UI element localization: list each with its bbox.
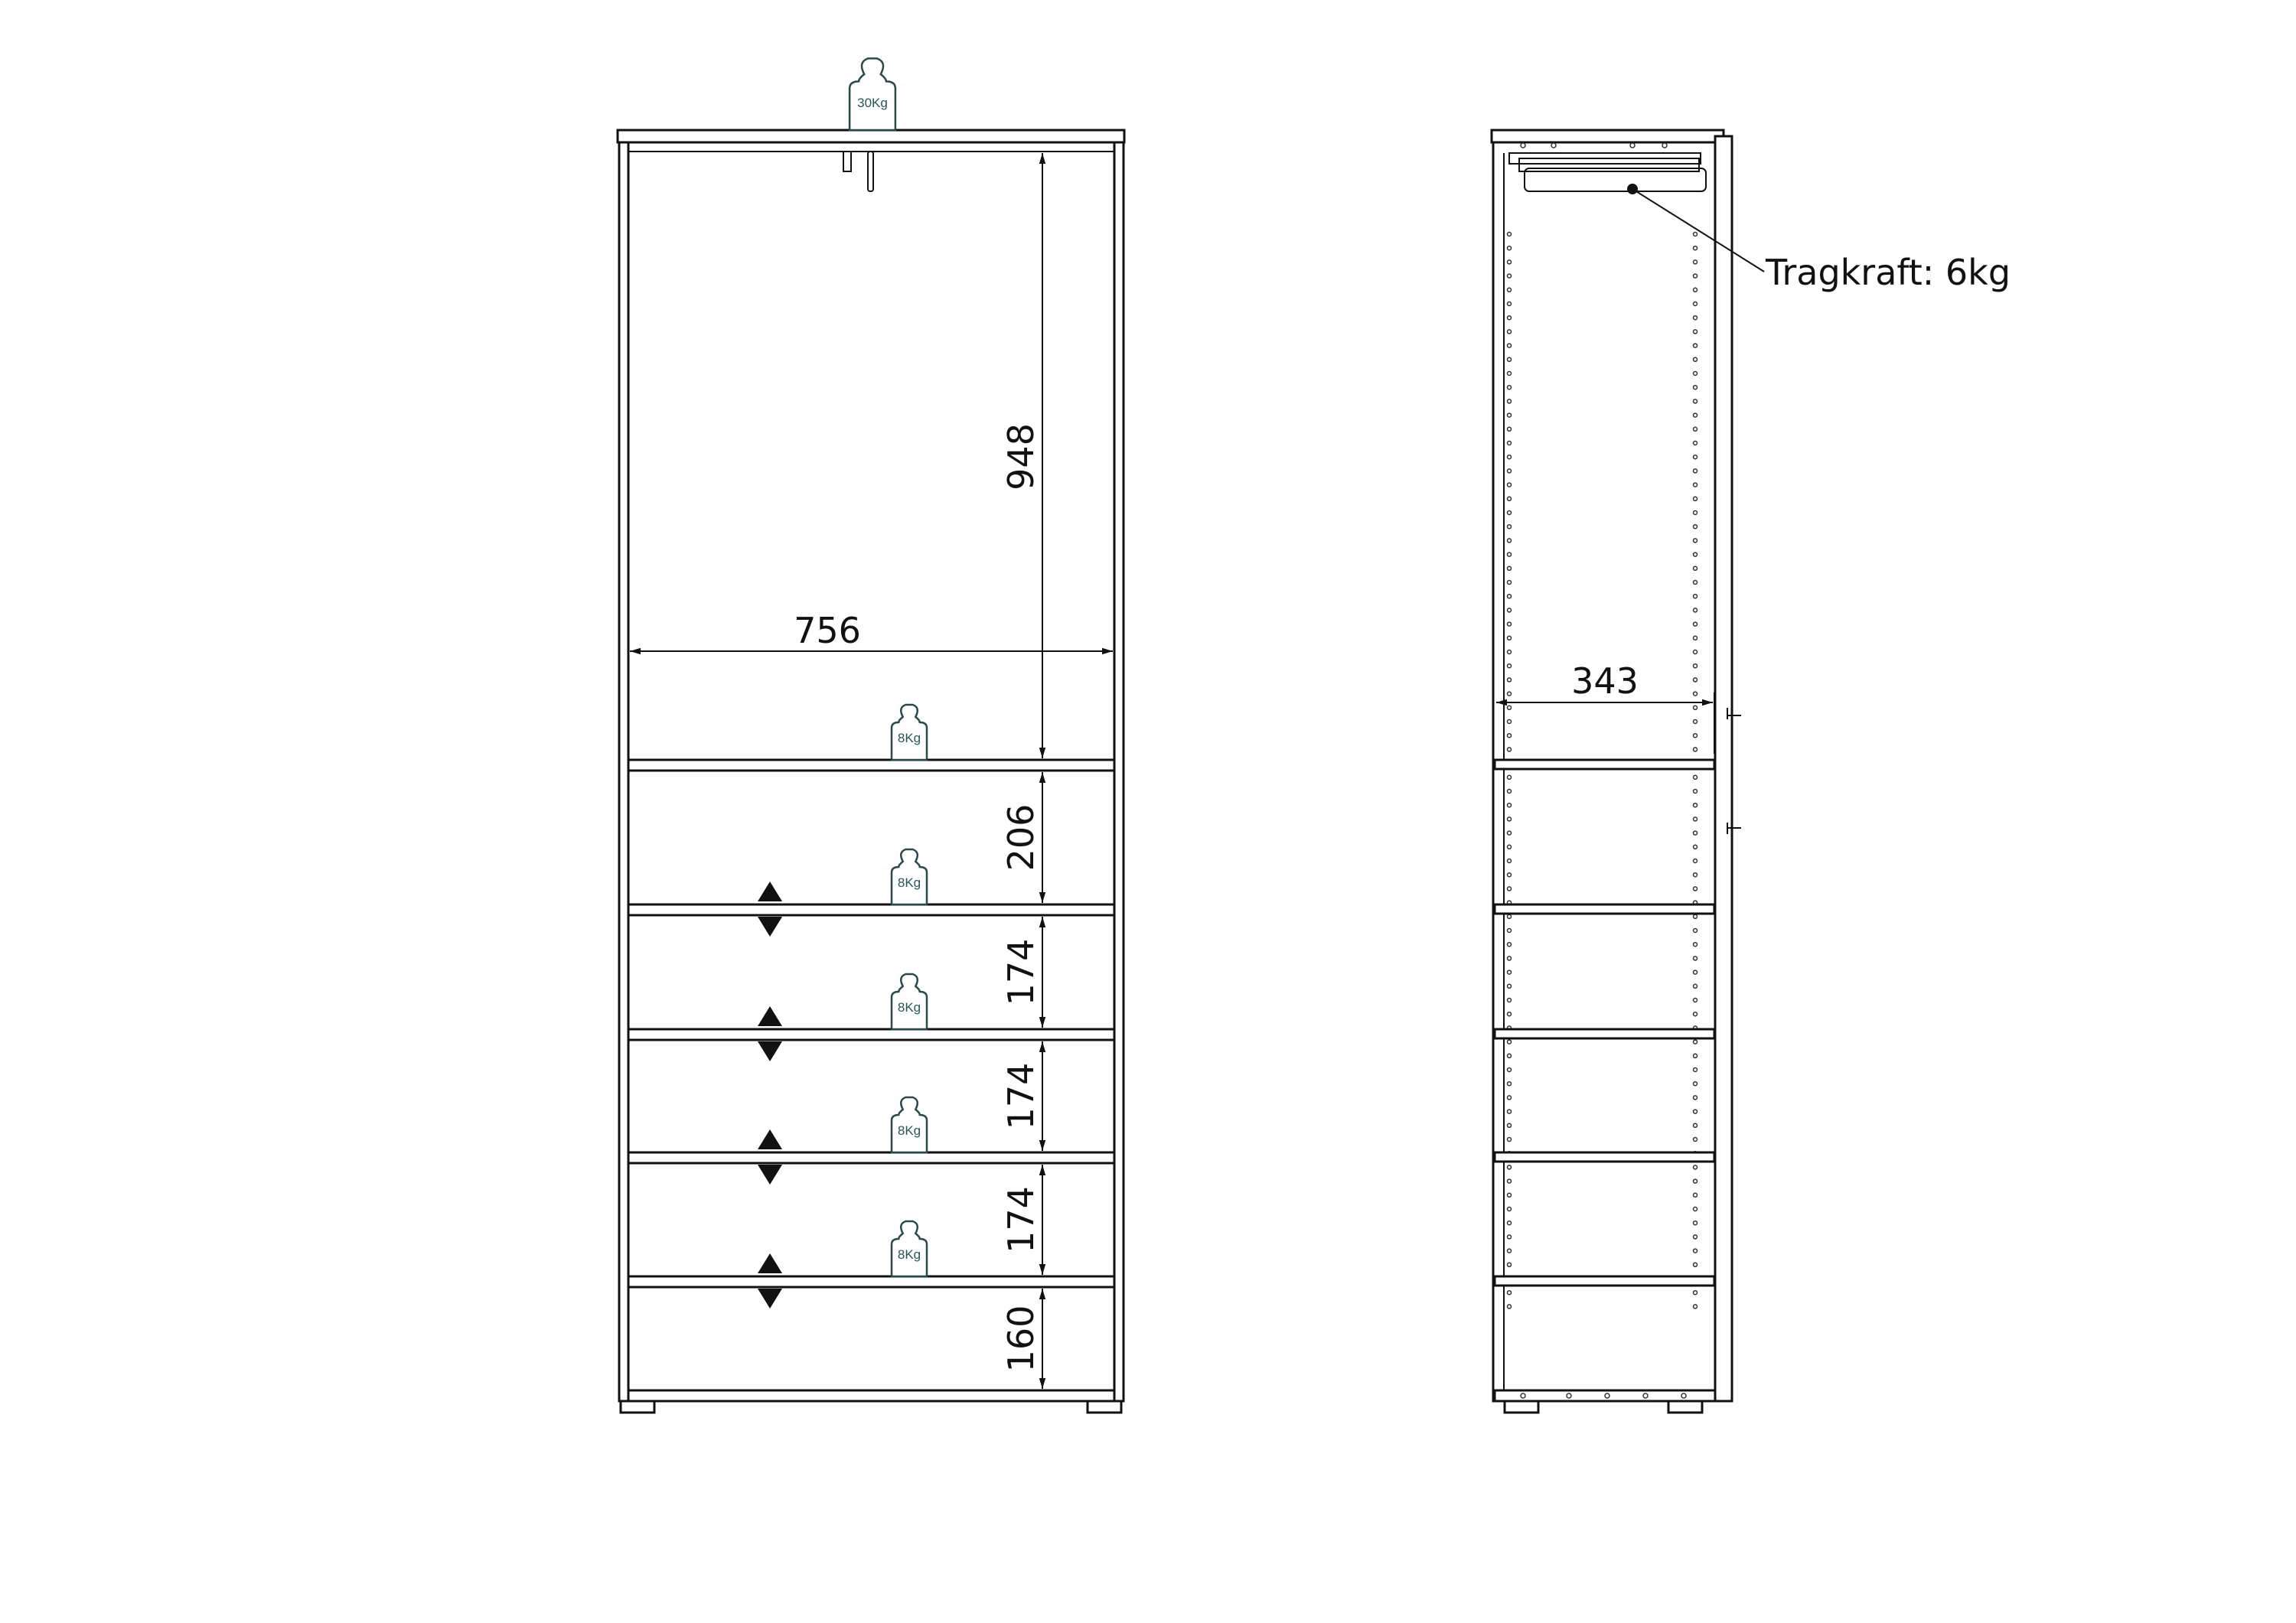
side-top-panel — [1490, 129, 1725, 144]
load-label: 8Kg — [898, 1123, 921, 1138]
lock-icon — [843, 151, 874, 192]
height-dimension: 206 — [1000, 804, 1042, 872]
rail-load-label: Tragkraft: 6kg — [1765, 252, 2011, 293]
shelf-load-weight-icon: 8Kg — [890, 848, 928, 906]
adjustable-shelf-arrow-icon — [758, 882, 782, 937]
door-edge — [1714, 135, 1733, 1403]
side-shelf — [1493, 758, 1716, 771]
side-panel — [1492, 141, 1717, 1403]
adjustable-shelf-arrow-icon — [758, 1129, 782, 1185]
foot — [1086, 1400, 1123, 1414]
adjustable-shelf-arrow-icon — [758, 1006, 782, 1061]
front-view: 30Kg 8Kg 8Kg 8Kg 8Kg 8Kg 756 948 206 174 174 174 1… — [616, 57, 1126, 1414]
side-shelf — [1493, 1151, 1716, 1163]
clothes-rail — [1508, 152, 1707, 194]
depth-dimension: 343 — [1571, 660, 1639, 702]
height-dimension: 174 — [1000, 1063, 1042, 1130]
shelf — [627, 1028, 1116, 1041]
side-shelf — [1493, 903, 1716, 915]
bottom-panel — [627, 1389, 1116, 1403]
load-label: 8Kg — [898, 731, 921, 745]
width-dimension: 756 — [794, 610, 861, 651]
shelf — [627, 1151, 1116, 1165]
top-panel — [616, 129, 1126, 144]
top-load-weight-icon: 30Kg — [848, 57, 897, 132]
leader-line — [1632, 188, 1765, 272]
shelf-load-weight-icon: 8Kg — [890, 1096, 928, 1154]
shelf — [627, 903, 1116, 917]
foot — [619, 1400, 656, 1414]
load-label: 8Kg — [898, 1247, 921, 1262]
height-dimension: 174 — [1000, 1186, 1042, 1253]
right-side-panel — [1113, 141, 1125, 1403]
shelf — [627, 758, 1116, 772]
load-label: 8Kg — [898, 875, 921, 890]
foot — [1503, 1400, 1540, 1414]
height-dimension: 948 — [1000, 423, 1042, 490]
left-side-panel — [618, 141, 630, 1403]
shelf-pin-holes — [1506, 142, 1698, 1399]
shelf-load-weight-icon: 8Kg — [890, 703, 928, 761]
side-view: Tragkraft: 6kg 343 — [1490, 129, 2011, 1414]
door-handle — [1727, 708, 1741, 834]
height-dimension: 174 — [1000, 939, 1042, 1006]
side-shelf — [1493, 1275, 1716, 1287]
load-label: 8Kg — [898, 1000, 921, 1015]
foot — [1667, 1400, 1704, 1414]
side-shelf — [1493, 1028, 1716, 1040]
shelf-load-weight-icon: 8Kg — [890, 973, 928, 1031]
shelf — [627, 1275, 1116, 1289]
load-label: 30Kg — [857, 96, 888, 110]
height-dimension: 160 — [1000, 1305, 1042, 1373]
shelf-load-weight-icon: 8Kg — [890, 1220, 928, 1278]
adjustable-shelf-arrow-icon — [758, 1253, 782, 1309]
